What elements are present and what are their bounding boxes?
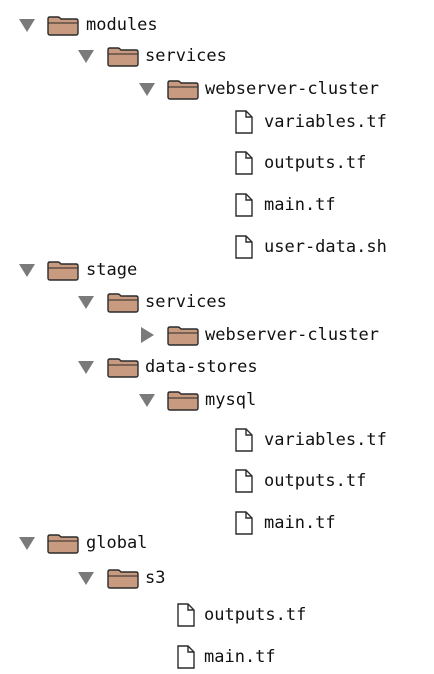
triangle-down-icon[interactable] (138, 80, 156, 98)
tree-item-label: services (145, 292, 227, 312)
file-icon (234, 427, 254, 453)
file-icon (234, 109, 254, 135)
tree-item-label: mysql (205, 390, 257, 410)
triangle-down-icon[interactable] (77, 569, 95, 587)
folder-icon (46, 13, 80, 37)
folder-icon (46, 531, 80, 555)
triangle-down-icon[interactable] (18, 534, 36, 552)
tree-folder-row[interactable]: stage (0, 255, 434, 285)
file-icon (176, 602, 196, 628)
tree-item-label: modules (86, 15, 158, 35)
tree-file-row[interactable]: main.tf (0, 508, 434, 538)
file-icon (234, 234, 254, 260)
tree-item-label: main.tf (264, 195, 336, 215)
tree-file-row[interactable]: outputs.tf (0, 600, 434, 630)
tree-folder-row[interactable]: services (0, 41, 434, 71)
tree-file-row[interactable]: main.tf (0, 190, 434, 220)
tree-file-row[interactable]: outputs.tf (0, 466, 434, 496)
tree-folder-row[interactable]: data-stores (0, 352, 434, 382)
tree-folder-row[interactable]: global (0, 528, 434, 558)
tree-item-label: services (145, 46, 227, 66)
tree-folder-row[interactable]: services (0, 287, 434, 317)
folder-icon (106, 566, 140, 590)
folder-icon (106, 290, 140, 314)
folder-icon (166, 77, 200, 101)
tree-folder-row[interactable]: webserver-cluster (0, 74, 434, 104)
tree-item-label: webserver-cluster (205, 325, 379, 345)
folder-icon (106, 44, 140, 68)
file-icon (234, 468, 254, 494)
tree-folder-row[interactable]: webserver-cluster (0, 320, 434, 350)
tree-item-label: data-stores (145, 357, 258, 377)
file-icon (234, 510, 254, 536)
tree-item-label: webserver-cluster (205, 79, 379, 99)
triangle-down-icon[interactable] (77, 293, 95, 311)
folder-icon (166, 323, 200, 347)
file-icon (176, 644, 196, 670)
file-icon (234, 192, 254, 218)
tree-folder-row[interactable]: s3 (0, 563, 434, 593)
triangle-down-icon[interactable] (18, 261, 36, 279)
triangle-down-icon[interactable] (18, 16, 36, 34)
folder-icon (166, 388, 200, 412)
tree-file-row[interactable]: user-data.sh (0, 232, 434, 262)
folder-icon (106, 355, 140, 379)
tree-item-label: main.tf (204, 647, 276, 667)
file-icon (234, 150, 254, 176)
triangle-down-icon[interactable] (138, 391, 156, 409)
tree-item-label: s3 (145, 568, 166, 588)
tree-folder-row[interactable]: modules (0, 10, 434, 40)
tree-item-label: outputs.tf (264, 471, 367, 491)
tree-item-label: variables.tf (264, 430, 387, 450)
tree-item-label: user-data.sh (264, 237, 387, 257)
tree-item-label: outputs.tf (264, 153, 367, 173)
tree-item-label: variables.tf (264, 112, 387, 132)
tree-item-label: outputs.tf (204, 605, 307, 625)
triangle-right-icon[interactable] (138, 326, 156, 344)
tree-file-row[interactable]: variables.tf (0, 107, 434, 137)
tree-folder-row[interactable]: mysql (0, 385, 434, 415)
folder-icon (46, 258, 80, 282)
tree-item-label: main.tf (264, 513, 336, 533)
tree-file-row[interactable]: main.tf (0, 642, 434, 672)
tree-file-row[interactable]: outputs.tf (0, 148, 434, 178)
triangle-down-icon[interactable] (77, 358, 95, 376)
tree-item-label: stage (86, 260, 138, 280)
tree-file-row[interactable]: variables.tf (0, 425, 434, 455)
tree-item-label: global (86, 533, 148, 553)
triangle-down-icon[interactable] (77, 47, 95, 65)
